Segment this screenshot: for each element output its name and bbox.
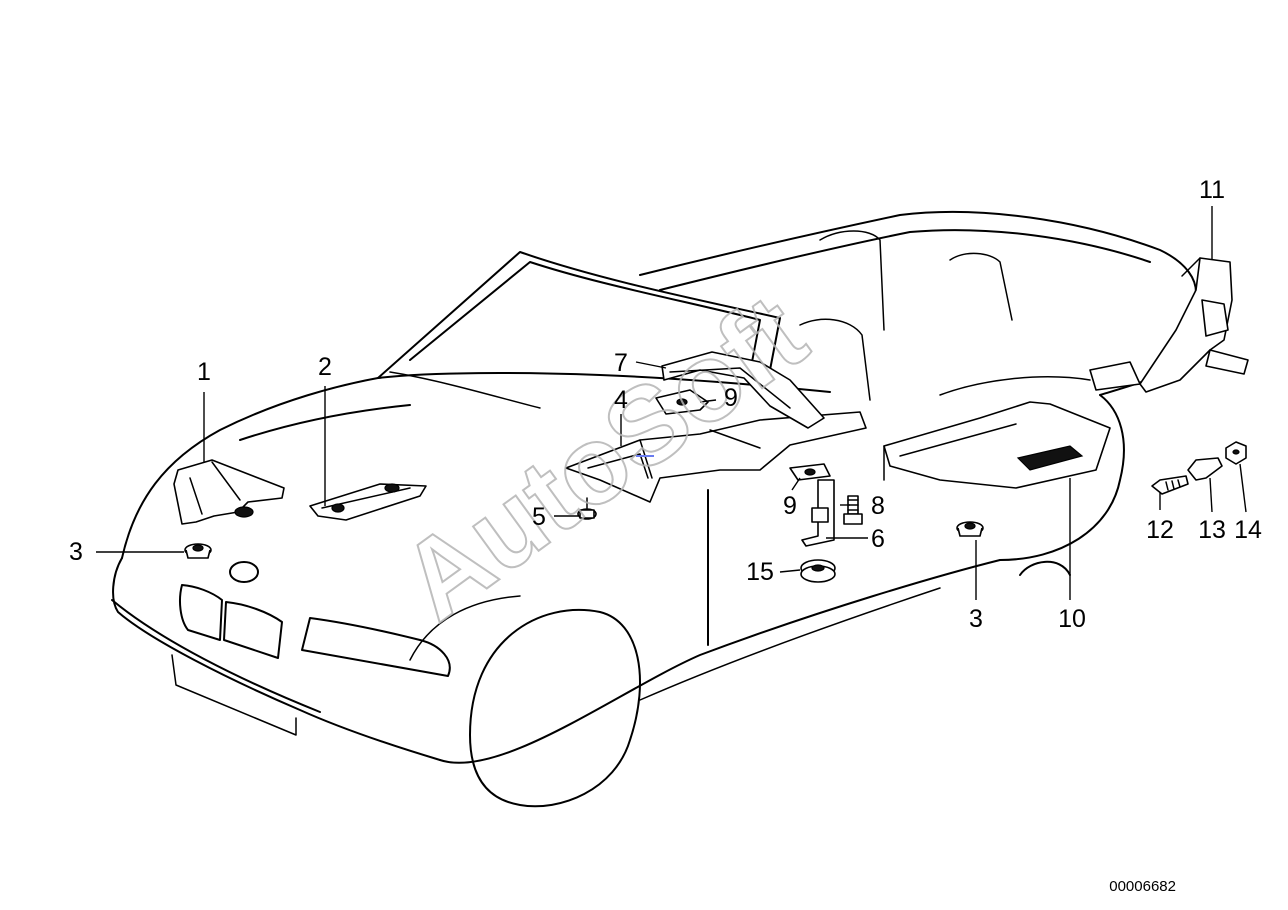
part-13-plug (1187, 457, 1223, 481)
callout-7: 7 (614, 349, 628, 377)
callouts: 1 2 3 3 4 5 6 7 8 9 9 10 11 12 13 14 15 (69, 176, 1262, 633)
part-10-floor-panel (883, 401, 1111, 489)
part-9-upper-clip (655, 389, 709, 415)
callout-15: 15 (746, 558, 774, 586)
part-3-right-clip-nut (956, 521, 984, 537)
callout-1: 1 (197, 358, 211, 386)
callout-11: 11 (1199, 176, 1225, 204)
part-14-nut (1225, 441, 1247, 465)
callout-4: 4 (614, 386, 628, 414)
callout-3-left: 3 (69, 538, 83, 566)
part-15-grommet (800, 559, 836, 583)
car-outline (111, 210, 1201, 808)
callout-14: 14 (1234, 516, 1262, 544)
part-2-front-right-bracket (309, 483, 427, 521)
part-12-bolt (1151, 475, 1189, 495)
callout-12: 12 (1146, 516, 1174, 544)
callout-9-upper: 9 (724, 384, 738, 412)
part-4-tunnel-cover (565, 411, 867, 503)
callout-5: 5 (532, 503, 546, 531)
callout-8: 8 (871, 492, 885, 520)
callout-2: 2 (318, 353, 332, 381)
part-6-support-bracket (801, 479, 835, 547)
callout-6: 6 (871, 525, 885, 553)
part-1-front-left-bracket (173, 459, 285, 525)
callout-10: 10 (1058, 605, 1086, 633)
callout-9-lower: 9 (783, 492, 797, 520)
leader-lines (96, 206, 1247, 600)
callout-3-right: 3 (969, 605, 983, 633)
diagram-reference-number: 00006682 (1109, 878, 1176, 895)
part-5-screw (577, 497, 597, 520)
part-8-bolt (843, 495, 863, 525)
part-3-left-clip-nut (184, 543, 212, 559)
part-11-rear-bracket (1089, 257, 1249, 393)
part-9-lower-clip (789, 463, 831, 481)
callout-13: 13 (1198, 516, 1226, 544)
part-7-cross-member (661, 351, 825, 429)
